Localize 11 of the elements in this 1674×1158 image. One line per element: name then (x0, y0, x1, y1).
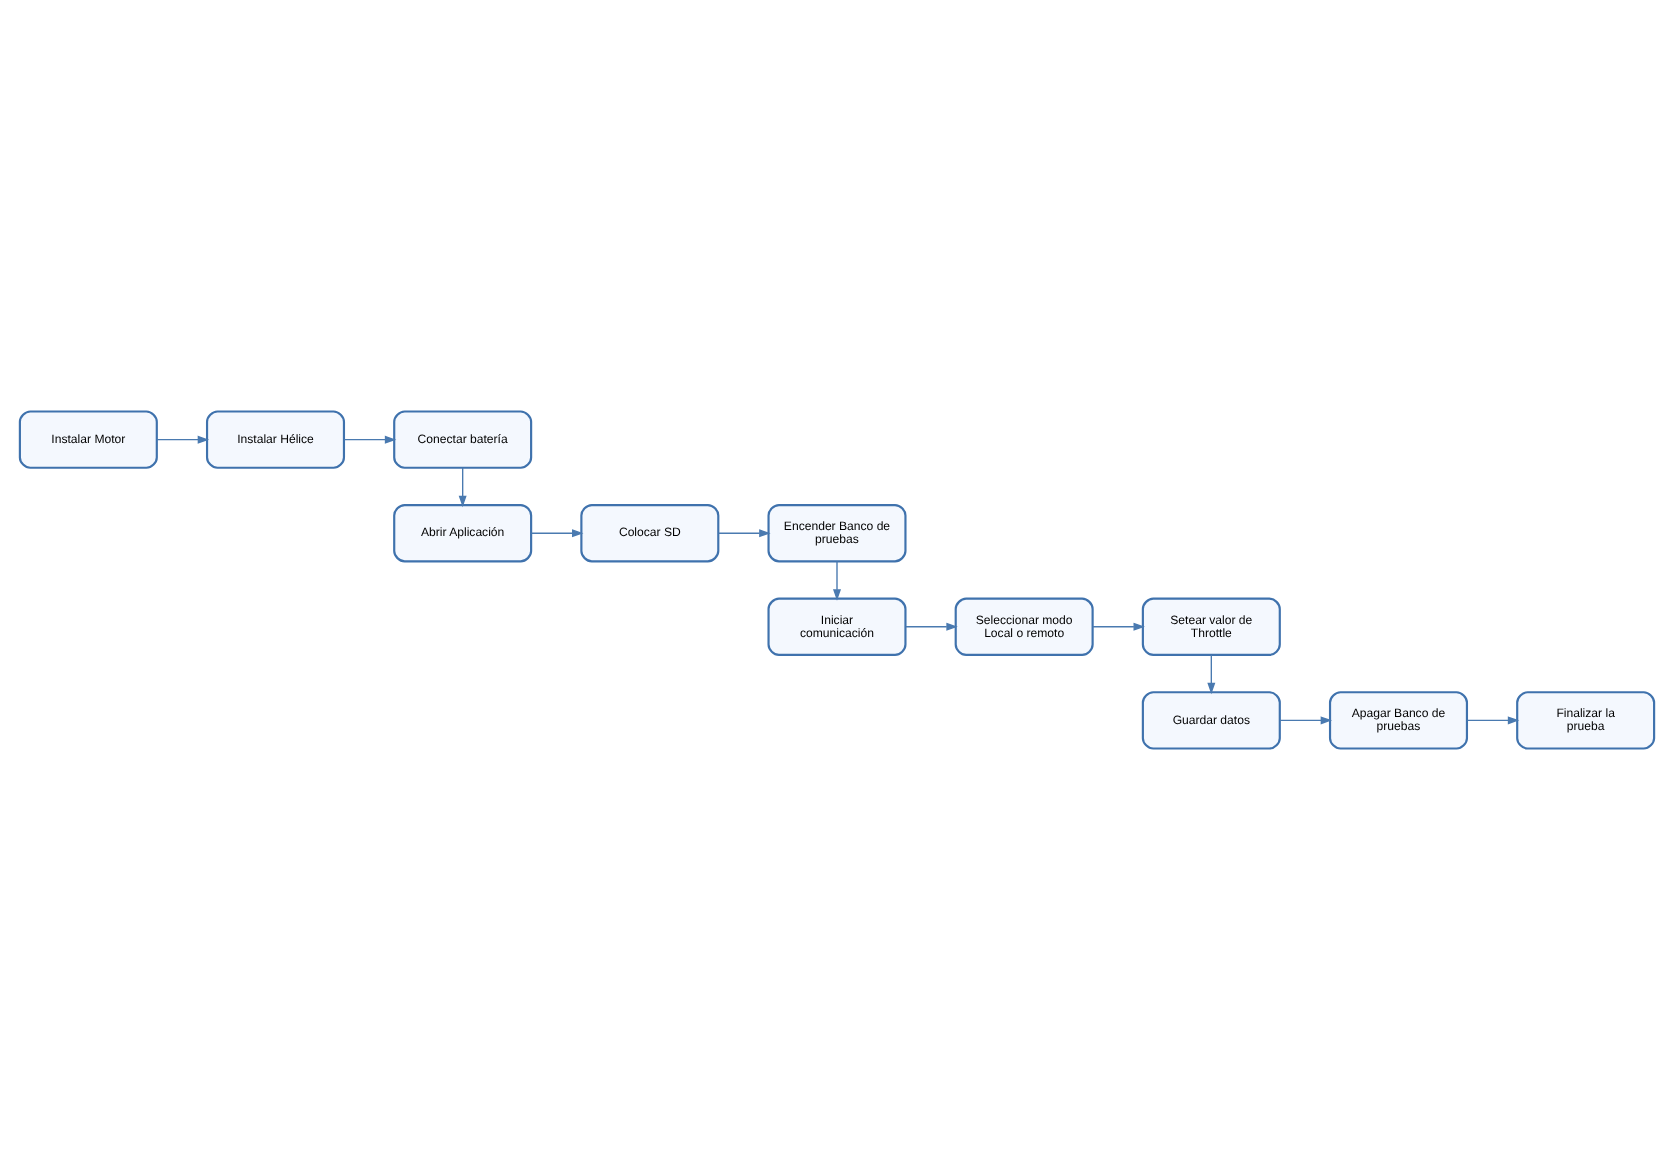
arrow (156, 434, 210, 443)
arrow (1279, 715, 1333, 724)
arrow (905, 621, 958, 630)
arrow (530, 528, 584, 537)
arrow (343, 434, 397, 443)
arrow (717, 528, 771, 537)
arrow (458, 466, 467, 507)
arrow (1207, 653, 1216, 694)
arrow (1092, 621, 1145, 630)
arrow (833, 559, 841, 600)
arrow (1466, 715, 1520, 724)
